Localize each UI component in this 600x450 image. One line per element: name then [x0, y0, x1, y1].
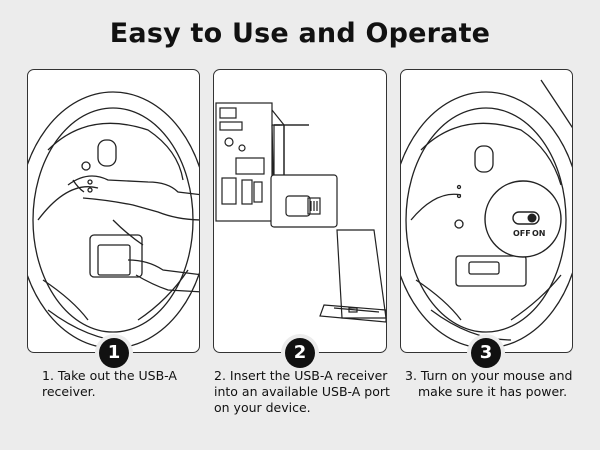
step-3-line-1: 3. Turn on your mouse and	[405, 368, 573, 383]
computer-port-drawing	[215, 102, 386, 323]
step-3-badge: 3	[471, 338, 501, 368]
switch-off-label: OFF	[513, 229, 531, 238]
step-2-illustration	[213, 69, 387, 353]
step-3-line-2: make sure it has power.	[418, 384, 568, 399]
step-1-badge: 1	[99, 338, 129, 368]
step-2-badge: 2	[285, 338, 315, 368]
page-title: Easy to Use and Operate	[109, 18, 491, 49]
step-2-text: 2. Insert the USB-A receiver into an ava…	[214, 368, 390, 415]
step-3-text: 3. Turn on your mouse and make sure it h…	[405, 368, 580, 400]
step-1-text: 1. Take out the USB-A receiver.	[42, 368, 177, 399]
power-switch-drawing: OFF ON	[401, 79, 572, 349]
step-3-illustration: OFF ON	[400, 69, 573, 353]
step-1-illustration	[27, 69, 200, 353]
switch-on-label: ON	[532, 229, 546, 238]
mouse-receiver-drawing	[28, 91, 199, 349]
